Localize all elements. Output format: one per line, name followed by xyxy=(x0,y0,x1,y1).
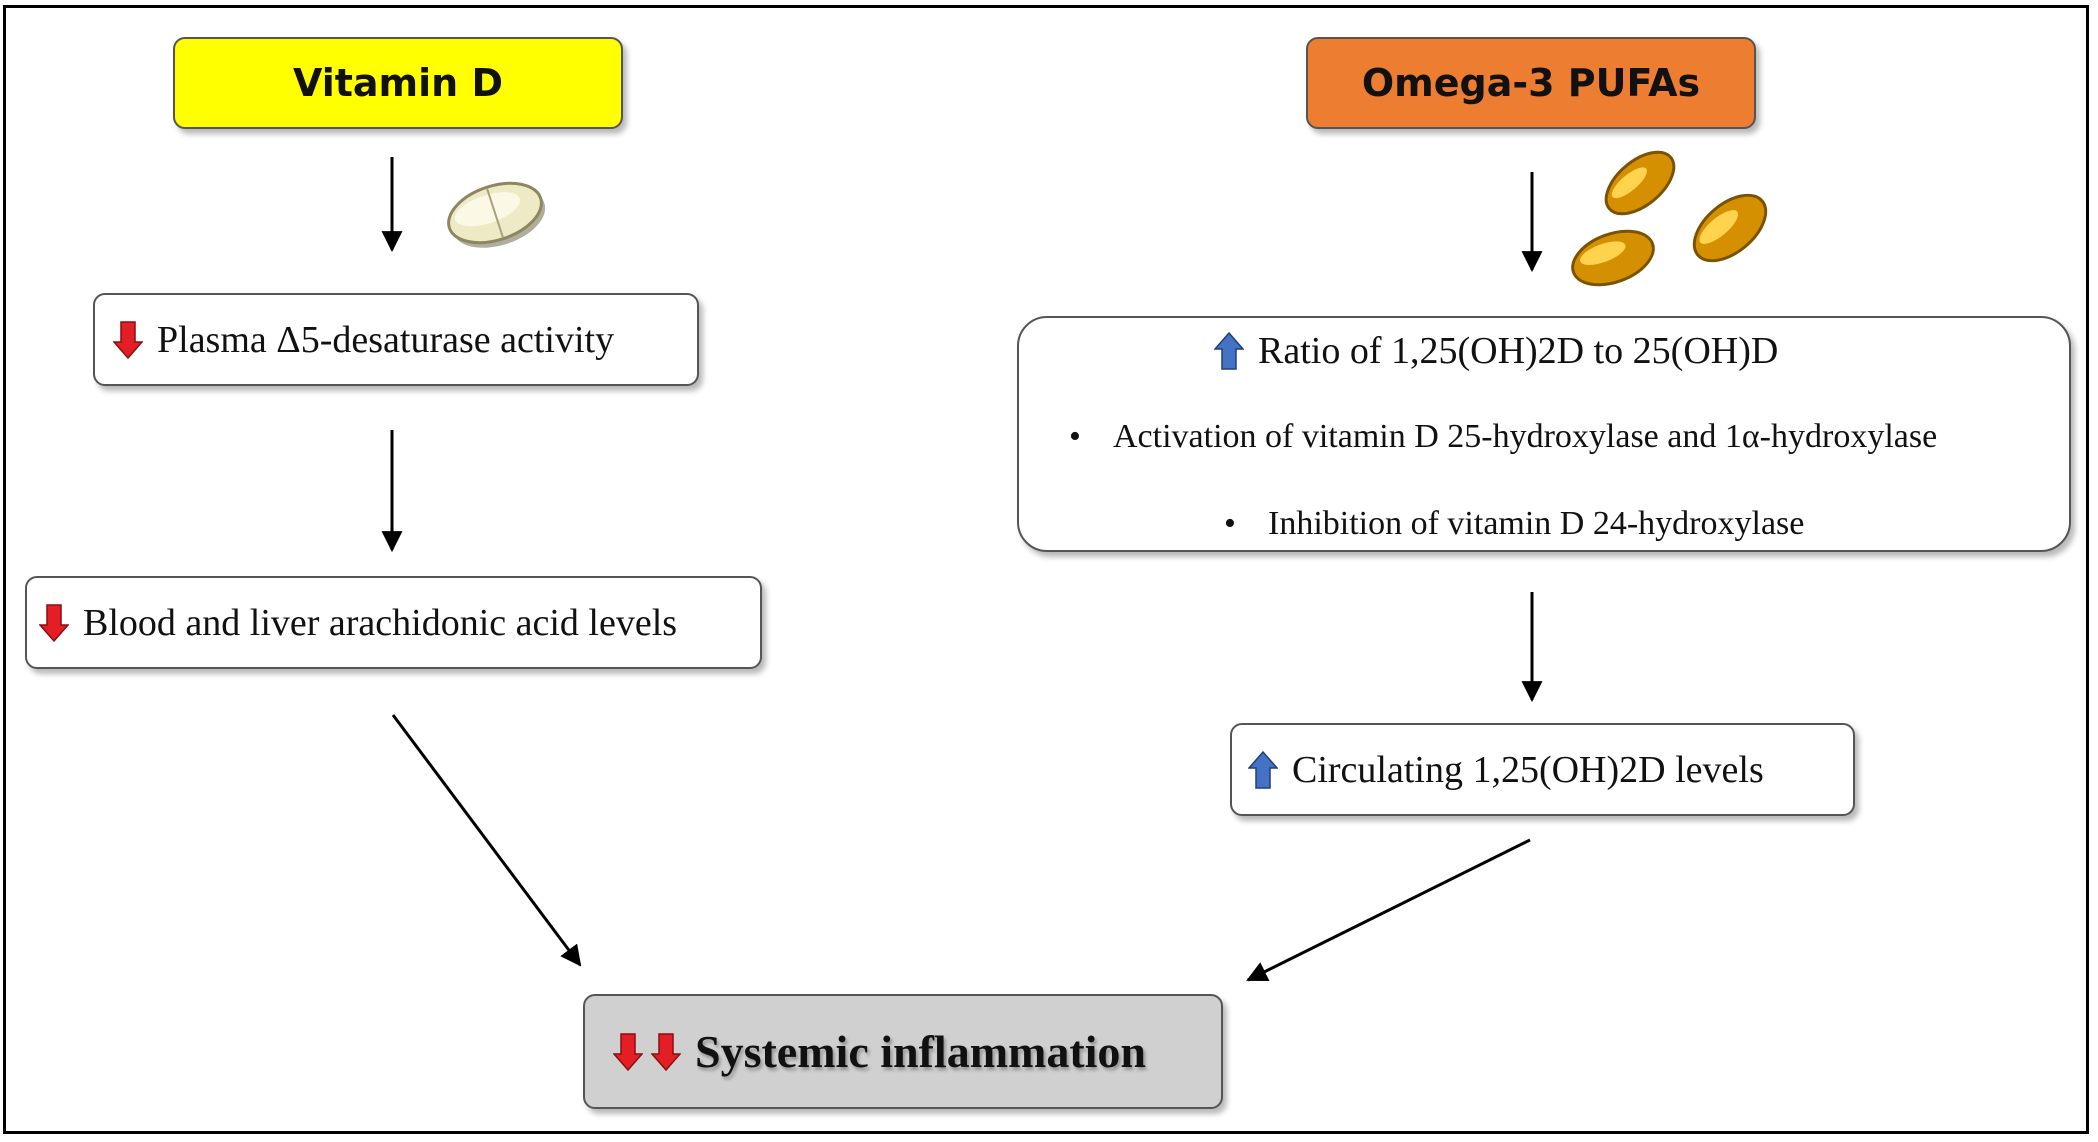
down-arrow-icon xyxy=(113,320,143,359)
omega3-bullet-1: •Activation of vitamin D 25-hydroxylase … xyxy=(1069,418,1938,455)
up-arrow-icon xyxy=(1248,750,1278,789)
omega3-step1-box: Ratio of 1,25(OH)2D to 25(OH)D •Activati… xyxy=(1017,316,2071,552)
vitamin-d-title: Vitamin D xyxy=(292,61,504,105)
tablet-icon xyxy=(447,181,546,248)
vitamin-d-step2-text: Blood and liver arachidonic acid levels xyxy=(83,601,678,644)
vitamin-d-step1-text: Plasma Δ5-desaturase activity xyxy=(157,318,615,361)
omega3-step1-header: Ratio of 1,25(OH)2D to 25(OH)D xyxy=(1214,329,1778,373)
outcome-text: Systemic inflammation xyxy=(695,1026,1147,1077)
arrow-omega-step2-to-outcome xyxy=(1246,838,1531,982)
vitamin-d-step2-box: Blood and liver arachidonic acid levels xyxy=(25,576,762,669)
omega3-bullet-2: •Inhibition of vitamin D 24-hydroxylase xyxy=(1224,505,1805,542)
down-arrow-icon xyxy=(39,603,69,642)
diagram-frame xyxy=(3,5,2089,1134)
softgel-capsules-icon xyxy=(1571,150,1768,287)
vitamin-d-title-box: Vitamin D xyxy=(173,37,623,129)
omega3-step2-box: Circulating 1,25(OH)2D levels xyxy=(1230,723,1855,816)
arrow-vitd-step2-to-outcome xyxy=(391,714,582,967)
down-arrow-icon xyxy=(651,1032,681,1071)
up-arrow-icon xyxy=(1214,331,1244,370)
omega3-title: Omega-3 PUFAs xyxy=(1361,61,1701,105)
omega3-step2-text: Circulating 1,25(OH)2D levels xyxy=(1292,748,1764,791)
down-arrow-icon xyxy=(613,1032,643,1071)
vitamin-d-step1-box: Plasma Δ5-desaturase activity xyxy=(93,293,699,386)
outcome-box: Systemic inflammation xyxy=(583,994,1223,1109)
omega3-step1-text: Ratio of 1,25(OH)2D to 25(OH)D xyxy=(1258,330,1779,372)
omega3-title-box: Omega-3 PUFAs xyxy=(1306,37,1756,129)
